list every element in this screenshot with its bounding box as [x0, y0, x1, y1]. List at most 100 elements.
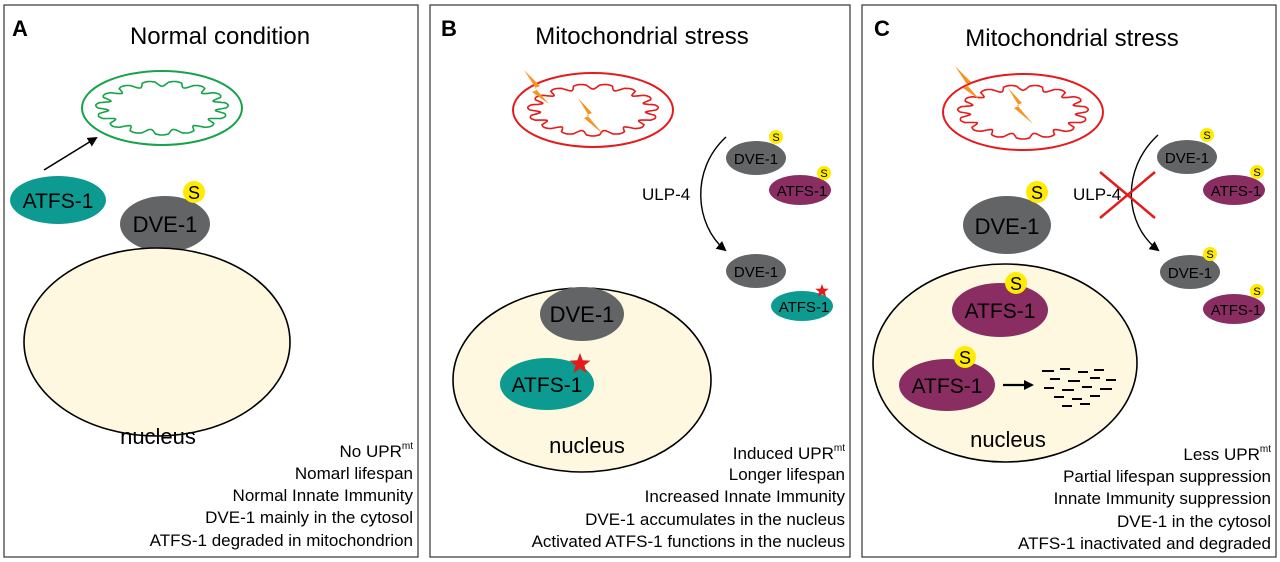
mitochondrion-cristae: [95, 80, 229, 136]
sumo-badge: [954, 346, 976, 368]
atfs1-label: ATFS-1: [1211, 302, 1262, 319]
outcome-item: Partial lifespan suppression: [1063, 467, 1271, 486]
dve1-desumoylated: DVE-1: [726, 254, 786, 288]
atfs1-nuclear: ATFS-1: [500, 353, 594, 410]
sumo-label: S: [1253, 167, 1260, 179]
sumo-badge: [1026, 181, 1048, 203]
outcome-list: Induced UPRmt Longer lifespan Increased …: [532, 443, 846, 551]
dve1-oval: [1160, 255, 1220, 289]
panel-a-letter: A: [12, 16, 28, 41]
ulp4-label: ULP-4: [1073, 185, 1121, 204]
dve1-label: DVE-1: [1168, 265, 1212, 282]
dve1-oval: [540, 287, 624, 341]
atfs1-label: ATFS-1: [777, 183, 828, 200]
degradation-fragments-icon: [1042, 368, 1116, 407]
sumo-badge: [1250, 165, 1264, 179]
sumo-label: S: [1253, 286, 1260, 298]
ulp4-arrow: [700, 136, 727, 252]
dve1-label: DVE-1: [734, 151, 778, 168]
outcome-item: Nomarl lifespan: [295, 464, 413, 483]
outcome-item: Normal Innate Immunity: [233, 486, 414, 505]
panel-a-title: Normal condition: [130, 23, 310, 50]
dve1-oval: [1157, 140, 1217, 174]
mitochondrion-stressed: [512, 70, 674, 148]
atfs1-oval: [1203, 175, 1265, 205]
nucleus: [872, 263, 1138, 463]
outcome-item: Increased Innate Immunity: [645, 487, 846, 506]
atfs1-activated: ATFS-1: [771, 284, 833, 321]
inhibition-cross-icon: [1099, 171, 1156, 219]
atfs1-oval: [771, 291, 833, 321]
mitochondrion-cristae: [957, 84, 1089, 140]
atfs1-label: ATFS-1: [779, 299, 830, 316]
dve1-label: DVE-1: [975, 214, 1040, 239]
upr-status: Induced UPRmt: [733, 443, 845, 463]
atfs1-oval: [500, 358, 594, 410]
sumo-badge: [769, 130, 783, 144]
outcome-item: ATFS-1 inactivated and degraded: [1018, 534, 1271, 553]
nucleus-label: nucleus: [120, 424, 196, 449]
panel-a: A Normal condition ATFS-1 DVE-1 S nucleu…: [3, 4, 419, 558]
sumo-badge: [1203, 247, 1217, 261]
dve1-sumoylated: DVE-1 S: [1160, 247, 1220, 289]
dve1-sumoylated: DVE-1 S: [726, 130, 786, 175]
outcome-list: No UPRmt Nomarl lifespan Normal Innate I…: [150, 441, 414, 550]
sumo-label: S: [1031, 183, 1043, 203]
sumo-label: S: [1203, 130, 1210, 142]
mitochondrion-outer-membrane: [81, 70, 243, 146]
mitochondrion-cristae: [527, 83, 659, 137]
upr-status: No UPRmt: [340, 441, 414, 461]
outcome-list: Less UPRmt Partial lifespan suppression …: [1018, 444, 1271, 553]
sumo-label: S: [959, 348, 971, 368]
ulp4-arrow: [1130, 134, 1160, 252]
sumo-label: S: [772, 132, 779, 144]
ulp4-label: ULP-4: [642, 185, 690, 204]
atfs1-label: ATFS-1: [912, 375, 983, 398]
atfs1-cytosol: ATFS-1: [10, 176, 106, 224]
sumo-label: S: [820, 168, 827, 180]
dve1-oval: [726, 141, 786, 175]
atfs1-sumoylated: ATFS-1 S: [1203, 284, 1265, 324]
dve1-label: DVE-1: [133, 212, 198, 237]
atfs1-oval: [10, 176, 106, 224]
dve1-nuclear: DVE-1: [540, 287, 624, 341]
nucleus: [23, 247, 291, 437]
sumo-badge: [1200, 128, 1214, 142]
atfs1-label: ATFS-1: [23, 190, 94, 213]
activation-star-icon: [815, 284, 829, 297]
panel-c: C Mitochondrial stress DVE-1 S ULP-4 DVE…: [861, 4, 1277, 558]
atfs1-oval: [769, 175, 831, 205]
atfs1-label: ATFS-1: [965, 300, 1036, 323]
sumo-label: S: [1010, 274, 1022, 294]
outcome-item: Longer lifespan: [729, 465, 845, 484]
outcome-item: DVE-1 mainly in the cytosol: [205, 508, 413, 527]
panel-b: B Mitochondrial stress ULP-4 DVE-1 S ATF…: [429, 4, 851, 558]
sumo-badge: [1005, 272, 1027, 294]
mitochondrion-stressed: [942, 66, 1104, 151]
outcome-item: ATFS-1 degraded in mitochondrion: [150, 531, 413, 550]
import-arrow: [43, 136, 98, 171]
panel-c-title: Mitochondrial stress: [965, 25, 1178, 52]
outcome-item: Activated ATFS-1 functions in the nucleu…: [532, 532, 845, 551]
atfs1-oval: [899, 359, 995, 411]
upr-status: Less UPRmt: [1183, 444, 1271, 464]
dve1-cytosol: DVE-1 S: [963, 181, 1051, 254]
panel-b-letter: B: [441, 16, 457, 41]
sumo-badge: [817, 166, 831, 180]
atfs1-oval: [1203, 294, 1265, 324]
sumo-badge: [183, 181, 205, 203]
lightning-bolt-icon: [524, 70, 549, 104]
dve1-oval: [963, 196, 1051, 254]
dve1-oval: [726, 254, 786, 288]
lightning-bolt-icon: [578, 98, 603, 134]
nucleus-label: nucleus: [549, 433, 625, 458]
dve1-cytosol: DVE-1 S: [120, 181, 210, 252]
atfs1-label: ATFS-1: [1211, 183, 1262, 200]
nucleus-label: nucleus: [970, 427, 1046, 452]
outcome-item: DVE-1 in the cytosol: [1117, 512, 1271, 531]
atfs1-nuclear-sumoylated: ATFS-1 S: [952, 272, 1048, 337]
sumo-badge: [1250, 284, 1264, 298]
atfs1-nuclear-degrading: ATFS-1 S: [899, 346, 995, 411]
atfs1-sumoylated: ATFS-1 S: [769, 166, 831, 205]
